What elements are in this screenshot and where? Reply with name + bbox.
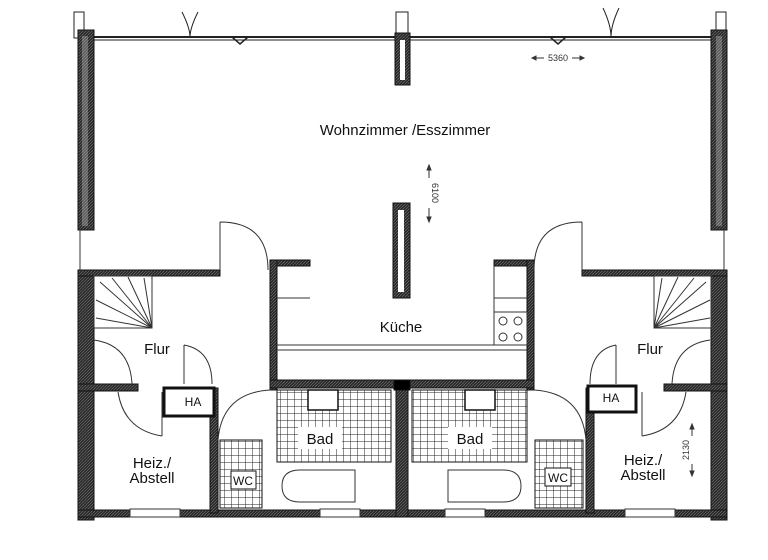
fixtures [79, 221, 725, 441]
dimension-width: 5360 [530, 53, 586, 63]
pillar-slot [400, 40, 405, 80]
pillar-slot [398, 210, 404, 292]
dimension-living-depth: 6100 [426, 163, 440, 224]
walls [77, 29, 728, 521]
room-label-utility-right-1: Heiz./ [624, 452, 663, 469]
svg-text:6100: 6100 [430, 183, 440, 203]
bathtubs [129, 469, 676, 518]
dimension-utility-depth: 2130 [681, 422, 695, 478]
room-label-wc-left: WC [233, 474, 253, 488]
room-label-living: Wohnzimmer /Esszimmer [320, 122, 491, 139]
tiles [219, 389, 584, 509]
room-label-utility-right-2: Abstell [620, 467, 665, 484]
svg-text:2130: 2130 [681, 440, 691, 460]
room-label-utility-left-1: Heiz./ [133, 455, 172, 472]
wall-window [82, 36, 88, 226]
label-bg [298, 427, 342, 449]
room-label-hall-left: Flur [144, 341, 170, 358]
svg-text:5360: 5360 [548, 53, 568, 63]
room-label-hall-right: Flur [637, 341, 663, 358]
wc-right-fixture [544, 467, 572, 487]
room-label-ha-left: HA [185, 395, 202, 409]
room-label-ha-right: HA [603, 391, 620, 405]
room-label-bath-left: Bad [307, 431, 334, 448]
room-label-kitchen: Küche [380, 319, 423, 336]
room-label-wc-right: WC [548, 471, 568, 485]
room-label-utility-left-2: Abstell [129, 470, 174, 487]
room-label-bath-right: Bad [457, 431, 484, 448]
wc-left-fixture [230, 470, 257, 490]
wall-window [716, 36, 722, 226]
label-bg [448, 427, 492, 449]
